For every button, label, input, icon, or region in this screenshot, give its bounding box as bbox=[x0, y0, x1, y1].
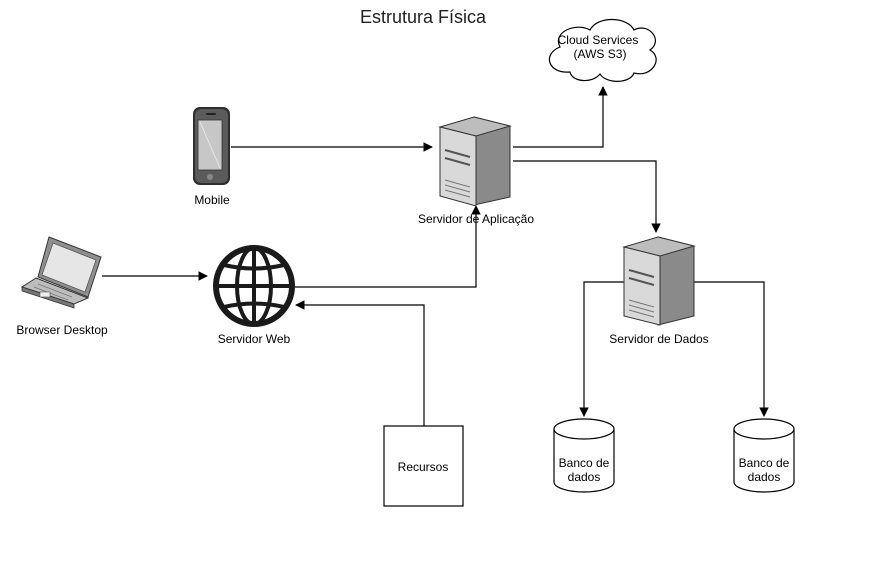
edge-data-server-to-db1 bbox=[579, 281, 624, 417]
resources-box bbox=[383, 425, 464, 507]
diagram-title: Estrutura Física bbox=[360, 7, 487, 27]
data-server-node[interactable]: Servidor de Dados bbox=[609, 236, 709, 346]
edge-web-server-to-app-server bbox=[293, 205, 481, 288]
app-server-node[interactable]: Servidor de Aplicação bbox=[418, 116, 534, 226]
browser-desktop-label: Browser Desktop bbox=[16, 323, 108, 337]
edge-app-server-to-data-server bbox=[513, 160, 661, 233]
edge-data-server-to-db2 bbox=[694, 281, 769, 417]
web-server-label: Servidor Web bbox=[218, 332, 291, 346]
cloud-icon bbox=[548, 18, 657, 82]
cloud-services-node[interactable]: Cloud Services (AWS S3) bbox=[548, 18, 657, 82]
db2-label-line1: Banco de bbox=[739, 456, 790, 470]
cloud-label-line2: (AWS S3) bbox=[574, 47, 627, 61]
db1-label-line1: Banco de bbox=[559, 456, 610, 470]
edge-app-server-to-cloud bbox=[513, 86, 608, 148]
database-node-1[interactable]: Banco de dados bbox=[553, 418, 615, 493]
db2-label-line2: dados bbox=[748, 470, 781, 484]
cloud-label-line1: Cloud Services bbox=[558, 33, 639, 47]
server-icon bbox=[438, 116, 512, 207]
browser-desktop-node[interactable]: Browser Desktop bbox=[16, 236, 108, 337]
globe-icon bbox=[213, 245, 295, 327]
app-server-label: Servidor de Aplicação bbox=[418, 212, 534, 226]
data-server-label: Servidor de Dados bbox=[609, 332, 708, 346]
database-icon bbox=[553, 418, 615, 493]
edges bbox=[102, 86, 769, 426]
server-icon bbox=[622, 236, 696, 326]
laptop-icon bbox=[20, 236, 102, 309]
mobile-phone-icon bbox=[193, 107, 230, 185]
database-icon bbox=[733, 418, 795, 493]
resources-label: Recursos bbox=[398, 460, 449, 474]
database-node-2[interactable]: Banco de dados bbox=[733, 418, 795, 493]
edge-resources-to-web-server bbox=[295, 300, 425, 426]
mobile-node[interactable]: Mobile bbox=[193, 107, 230, 207]
web-server-node[interactable]: Servidor Web bbox=[213, 245, 295, 346]
mobile-label: Mobile bbox=[194, 193, 230, 207]
db1-label-line2: dados bbox=[568, 470, 601, 484]
resources-node[interactable]: Recursos bbox=[383, 425, 464, 507]
